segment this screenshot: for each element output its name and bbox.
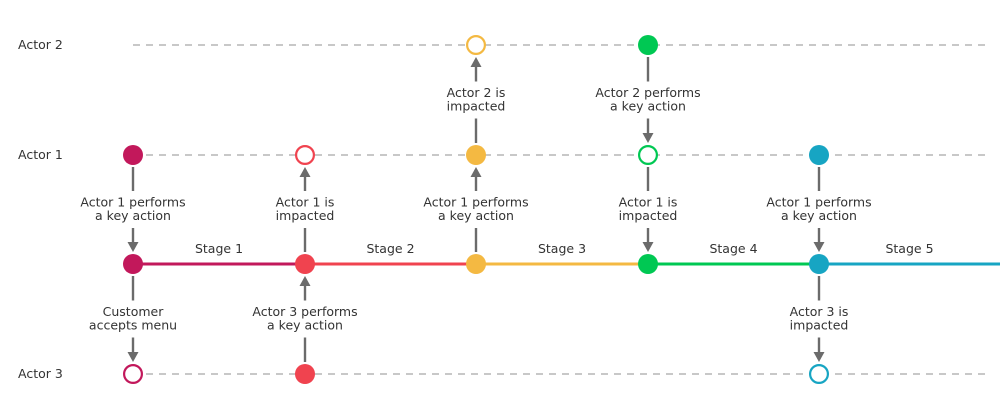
- actor1-label: Actor 1: [18, 147, 63, 162]
- event-3-actor1-connector-text-1: Actor 1 performs: [423, 195, 528, 210]
- event-5-actor1-connector-text-2: a key action: [781, 208, 857, 223]
- event-1-actor3-connector-text-1: Customer: [103, 304, 165, 319]
- event-2-actor1-connector-arrowhead: [299, 167, 311, 177]
- event-2-actor3-connector-text-2: a key action: [267, 318, 343, 333]
- event-1-actor1-node: [123, 145, 143, 165]
- event-5-stage-node: [809, 254, 829, 274]
- event-1-actor1-connector-arrowhead: [127, 242, 139, 252]
- event-1-actor1-connector-text-1: Actor 1 performs: [80, 195, 185, 210]
- stage-label-2: Stage 2: [366, 241, 414, 256]
- stage-label-3: Stage 3: [538, 241, 586, 256]
- event-3-actor2-connector-arrowhead: [470, 57, 482, 67]
- event-4-actor1-connector-text-1: Actor 1 is: [619, 195, 678, 210]
- actor2-label: Actor 2: [18, 37, 63, 52]
- event-4-actor1-connector-text-2: impacted: [619, 208, 678, 223]
- event-3-actor1-node: [466, 145, 486, 165]
- actor3-label: Actor 3: [18, 366, 63, 381]
- event-5-actor3-connector-text-2: impacted: [790, 318, 849, 333]
- event-1-actor3-connector-text-2: accepts menu: [89, 318, 177, 333]
- event-5-actor1-connector-text-1: Actor 1 performs: [766, 195, 871, 210]
- event-2-actor3-connector-arrowhead: [299, 276, 311, 286]
- event-4-actor2-connector-arrowhead: [642, 133, 654, 143]
- stage-label-5: Stage 5: [885, 241, 933, 256]
- event-5-actor3-connector-arrowhead: [813, 352, 825, 362]
- event-1-actor1-connector-text-2: a key action: [95, 208, 171, 223]
- event-1-stage-node: [123, 254, 143, 274]
- stage-label-4: Stage 4: [709, 241, 757, 256]
- event-2-actor1-connector-text-1: Actor 1 is: [276, 195, 335, 210]
- event-2-actor1-node: [295, 145, 316, 166]
- event-4-actor2-node: [638, 35, 658, 55]
- event-3-actor2-node: [466, 34, 487, 55]
- stage-label-1: Stage 1: [195, 241, 243, 256]
- event-5-actor3-connector-text-1: Actor 3 is: [790, 304, 849, 319]
- event-1-actor3-connector-arrowhead: [127, 352, 139, 362]
- event-2-actor3-node: [295, 364, 315, 384]
- event-2-actor3-connector-text-1: Actor 3 performs: [252, 304, 357, 319]
- event-4-actor2-connector-text-1: Actor 2 performs: [595, 85, 700, 100]
- event-4-actor2-connector-text-2: a key action: [610, 99, 686, 114]
- event-3-actor2-connector-text-2: impacted: [447, 99, 506, 114]
- event-5-actor3-node: [808, 364, 829, 385]
- event-3-actor1-connector-arrowhead: [470, 167, 482, 177]
- event-4-actor1-node: [637, 145, 658, 166]
- event-3-stage-node: [466, 254, 486, 274]
- event-2-actor1-connector-text-2: impacted: [276, 208, 335, 223]
- event-5-actor1-node: [809, 145, 829, 165]
- event-3-actor1-connector-text-2: a key action: [438, 208, 514, 223]
- event-4-actor1-connector-arrowhead: [642, 242, 654, 252]
- event-3-actor2-connector-text-1: Actor 2 is: [447, 85, 506, 100]
- event-1-actor3-node: [122, 364, 143, 385]
- event-4-stage-node: [638, 254, 658, 274]
- event-5-actor1-connector-arrowhead: [813, 242, 825, 252]
- event-2-stage-node: [295, 254, 315, 274]
